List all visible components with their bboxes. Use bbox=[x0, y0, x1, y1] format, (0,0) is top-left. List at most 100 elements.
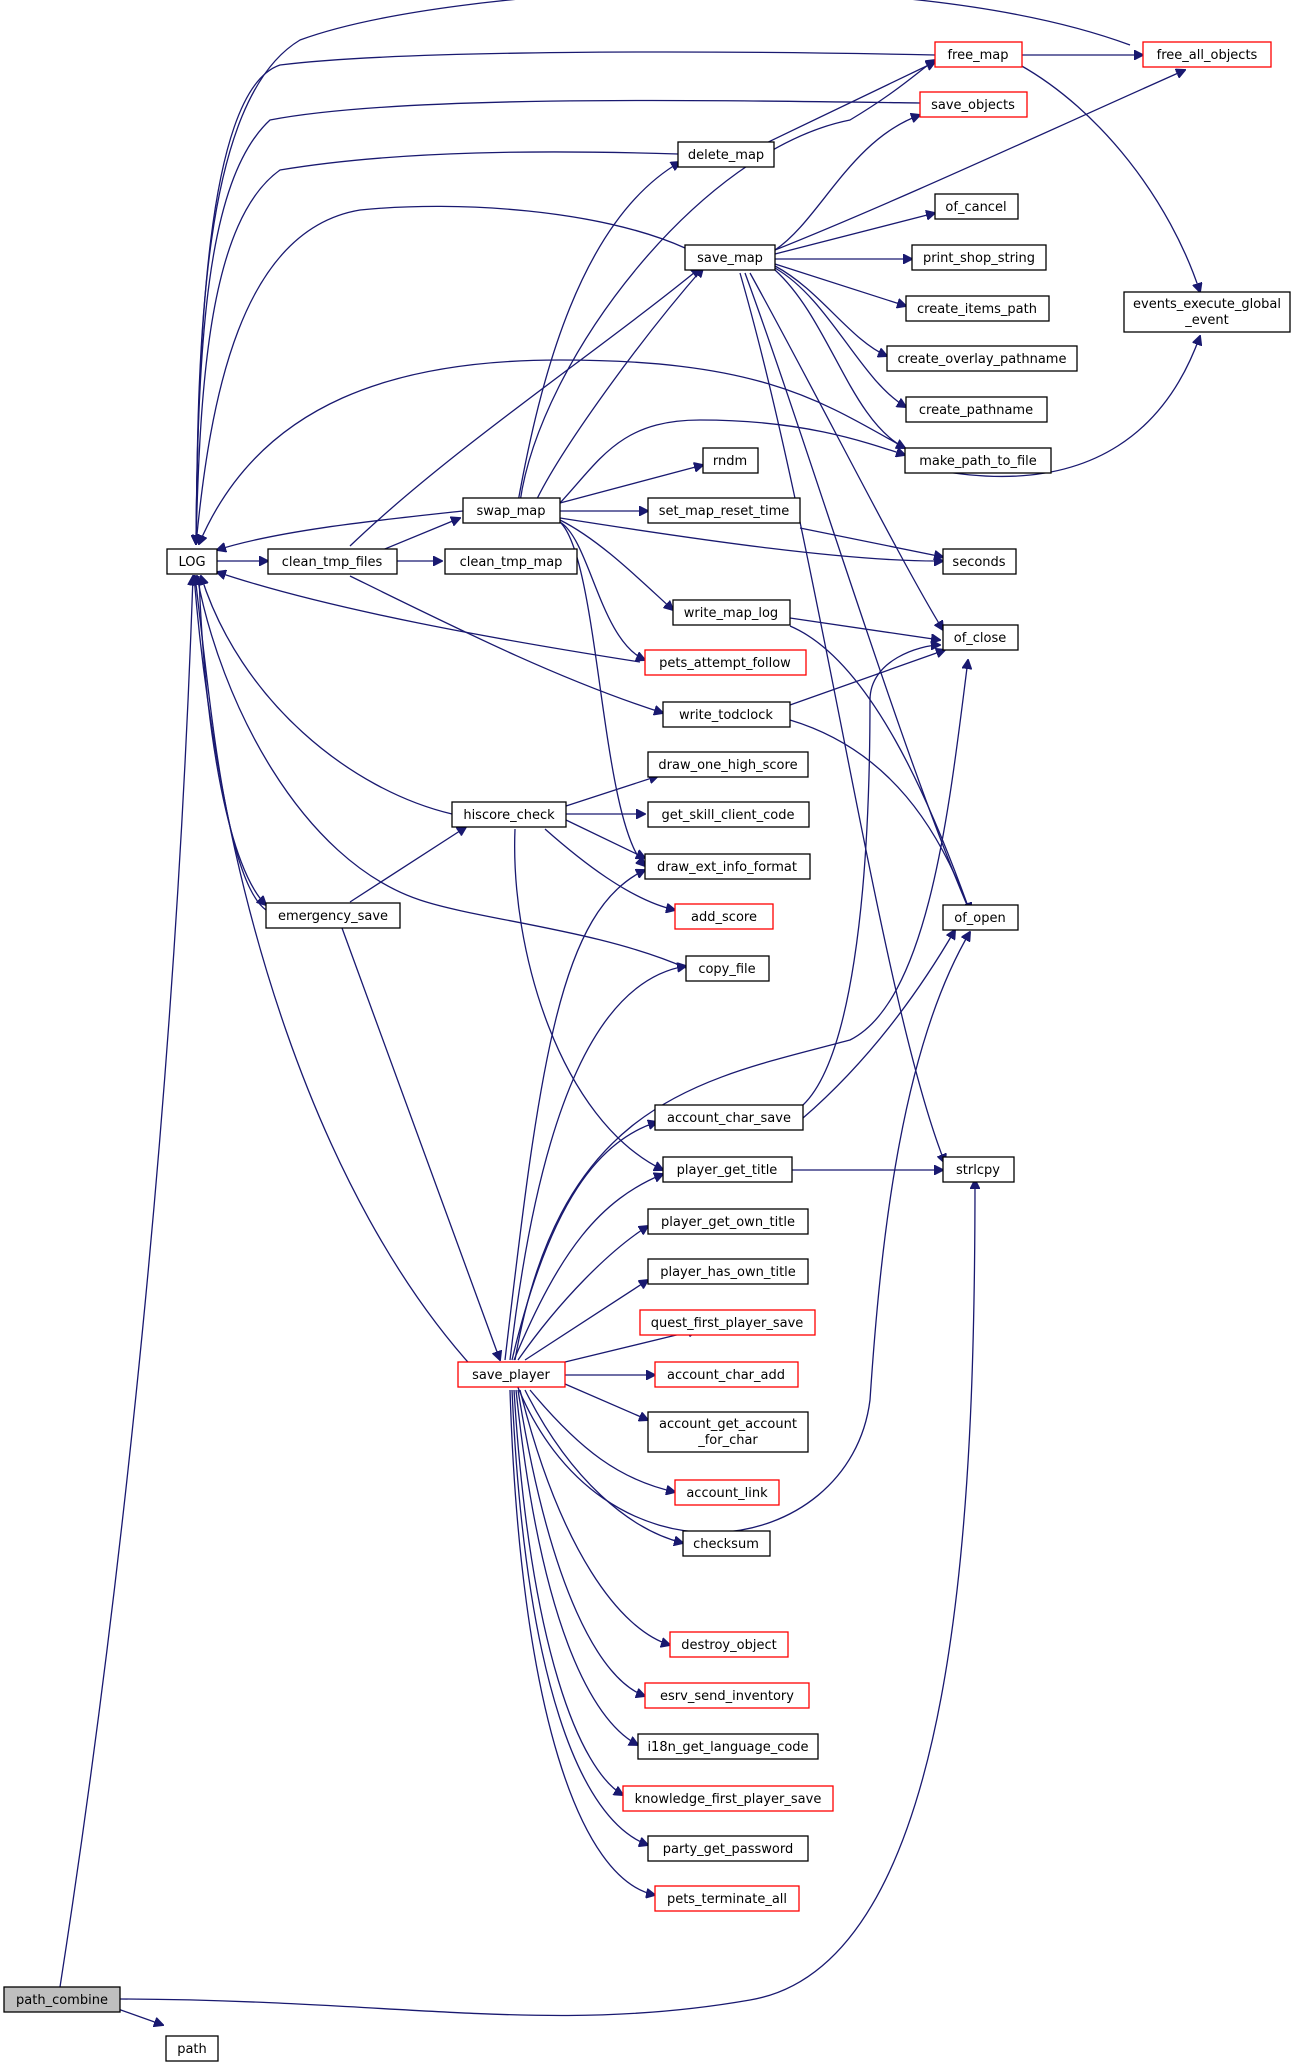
node-delete_map[interactable]: delete_map bbox=[677, 141, 775, 168]
edge-write_map_log-of_open bbox=[789, 625, 970, 912]
node-pets_attempt_follow[interactable]: pets_attempt_follow bbox=[644, 649, 807, 676]
edges bbox=[59, 0, 1200, 2025]
svg-text:save_player: save_player bbox=[472, 1368, 550, 1383]
edge-emergency_save-hiscore_check bbox=[349, 827, 466, 903]
node-path[interactable]: path bbox=[165, 2035, 219, 2062]
node-add_score[interactable]: add_score bbox=[674, 903, 774, 930]
edge-swap_map-make_path_to_file bbox=[559, 419, 905, 504]
edge-write_todclock-of_close bbox=[789, 650, 945, 706]
edge-save_player-account_char_save bbox=[511, 1122, 657, 1361]
node-emergency_save[interactable]: emergency_save bbox=[265, 902, 401, 929]
edge-save_objects-LOG bbox=[196, 99, 921, 544]
node-draw_one_high_score[interactable]: draw_one_high_score bbox=[647, 751, 809, 778]
edge-swap_map-pets_attempt_follow bbox=[559, 521, 645, 660]
node-account_char_add[interactable]: account_char_add bbox=[654, 1361, 799, 1388]
svg-text:free_all_objects: free_all_objects bbox=[1157, 48, 1258, 63]
node-player_get_own_title[interactable]: player_get_own_title bbox=[647, 1208, 809, 1235]
node-account_char_save[interactable]: account_char_save bbox=[654, 1104, 804, 1131]
svg-text:destroy_object: destroy_object bbox=[681, 1638, 776, 1653]
svg-text:seconds: seconds bbox=[952, 555, 1005, 570]
node-of_open[interactable]: of_open bbox=[942, 904, 1019, 931]
svg-text:rndm: rndm bbox=[713, 454, 747, 469]
edge-emergency_save-save_player bbox=[341, 927, 500, 1360]
node-party_get_password[interactable]: party_get_password bbox=[647, 1835, 809, 1862]
node-create_pathname[interactable]: create_pathname bbox=[905, 396, 1048, 423]
edge-save_player-of_close bbox=[514, 660, 968, 1361]
edge-hiscore_check-LOG bbox=[201, 576, 453, 815]
edge-swap_map-rndm bbox=[559, 465, 703, 504]
node-quest_first_player_save[interactable]: quest_first_player_save bbox=[639, 1309, 816, 1336]
svg-text:delete_map: delete_map bbox=[688, 148, 764, 163]
edge-save_player-account_link bbox=[529, 1389, 675, 1492]
node-path_combine[interactable]: path_combine bbox=[3, 1986, 121, 2013]
node-strlcpy[interactable]: strlcpy bbox=[942, 1156, 1015, 1183]
edge-save_player-draw_ext_info_format bbox=[504, 870, 645, 1361]
node-clean_tmp_map[interactable]: clean_tmp_map bbox=[444, 548, 578, 575]
node-player_get_title[interactable]: player_get_title bbox=[662, 1156, 793, 1183]
edge-swap_map-LOG bbox=[217, 510, 464, 550]
svg-text:knowledge_first_player_save: knowledge_first_player_save bbox=[635, 1792, 822, 1807]
edge-save_player-account_get_account_for_char bbox=[564, 1383, 648, 1420]
node-LOG[interactable]: LOG bbox=[166, 548, 218, 575]
edge-save_player-knowledge_first_player_save bbox=[513, 1389, 623, 1795]
svg-text:draw_one_high_score: draw_one_high_score bbox=[658, 758, 797, 773]
node-copy_file[interactable]: copy_file bbox=[685, 955, 770, 982]
node-rndm[interactable]: rndm bbox=[702, 447, 759, 474]
svg-text:strlcpy: strlcpy bbox=[956, 1163, 1000, 1178]
edge-write_todclock-of_open bbox=[789, 719, 970, 912]
svg-text:swap_map: swap_map bbox=[476, 504, 545, 519]
node-clean_tmp_files[interactable]: clean_tmp_files bbox=[267, 548, 398, 575]
edge-save_player-esrv_send_inventory bbox=[517, 1389, 645, 1696]
edge-make_path_to_file-LOG bbox=[199, 359, 906, 544]
node-create_overlay_pathname[interactable]: create_overlay_pathname bbox=[886, 345, 1078, 372]
svg-text:of_close: of_close bbox=[954, 631, 1007, 646]
node-player_has_own_title[interactable]: player_has_own_title bbox=[647, 1258, 809, 1285]
svg-text:create_items_path: create_items_path bbox=[917, 302, 1037, 317]
svg-text:_for_char: _for_char bbox=[697, 1433, 758, 1448]
node-knowledge_first_player_save[interactable]: knowledge_first_player_save bbox=[622, 1785, 834, 1812]
edge-clean_tmp_files-write_todclock bbox=[349, 575, 663, 713]
svg-text:print_shop_string: print_shop_string bbox=[923, 251, 1035, 266]
node-free_map[interactable]: free_map bbox=[934, 41, 1023, 68]
edge-hiscore_check-player_get_title bbox=[514, 828, 663, 1170]
node-free_all_objects[interactable]: free_all_objects bbox=[1142, 41, 1272, 68]
node-i18n_get_language_code[interactable]: i18n_get_language_code bbox=[637, 1733, 819, 1760]
svg-text:set_map_reset_time: set_map_reset_time bbox=[659, 504, 790, 519]
svg-text:save_objects: save_objects bbox=[931, 98, 1015, 113]
node-of_close[interactable]: of_close bbox=[942, 624, 1019, 651]
node-save_objects[interactable]: save_objects bbox=[919, 91, 1028, 118]
node-set_map_reset_time[interactable]: set_map_reset_time bbox=[647, 497, 801, 524]
node-make_path_to_file[interactable]: make_path_to_file bbox=[904, 447, 1052, 474]
node-destroy_object[interactable]: destroy_object bbox=[669, 1631, 789, 1658]
node-draw_ext_info_format[interactable]: draw_ext_info_format bbox=[644, 853, 811, 880]
edge-swap_map-save_map bbox=[534, 268, 703, 504]
node-save_map[interactable]: save_map bbox=[684, 244, 776, 271]
node-hiscore_check[interactable]: hiscore_check bbox=[451, 801, 567, 828]
node-events_execute_global_event[interactable]: events_execute_global _event bbox=[1123, 291, 1291, 333]
node-write_map_log[interactable]: write_map_log bbox=[672, 599, 791, 626]
node-write_todclock[interactable]: write_todclock bbox=[662, 701, 791, 728]
node-swap_map[interactable]: swap_map bbox=[462, 497, 561, 524]
node-checksum[interactable]: checksum bbox=[682, 1530, 771, 1557]
svg-text:party_get_password: party_get_password bbox=[663, 1842, 793, 1857]
node-pets_terminate_all[interactable]: pets_terminate_all bbox=[654, 1885, 800, 1912]
svg-text:quest_first_player_save: quest_first_player_save bbox=[651, 1316, 804, 1331]
edge-copy_file-LOG bbox=[197, 576, 687, 969]
svg-text:_event: _event bbox=[1184, 313, 1229, 328]
edge-clean_tmp_files-save_map bbox=[349, 268, 700, 547]
node-get_skill_client_code[interactable]: get_skill_client_code bbox=[647, 801, 810, 828]
svg-text:free_map: free_map bbox=[947, 48, 1008, 63]
svg-text:clean_tmp_map: clean_tmp_map bbox=[460, 555, 563, 570]
node-seconds[interactable]: seconds bbox=[942, 548, 1017, 575]
node-save_player[interactable]: save_player bbox=[457, 1361, 566, 1388]
node-print_shop_string[interactable]: print_shop_string bbox=[911, 244, 1047, 271]
node-account_get_account_for_char[interactable]: account_get_account _for_char bbox=[647, 1411, 809, 1453]
svg-text:i18n_get_language_code: i18n_get_language_code bbox=[647, 1740, 808, 1755]
svg-text:write_map_log: write_map_log bbox=[684, 606, 778, 621]
node-account_link[interactable]: account_link bbox=[674, 1479, 780, 1506]
node-esrv_send_inventory[interactable]: esrv_send_inventory bbox=[644, 1682, 810, 1709]
node-create_items_path[interactable]: create_items_path bbox=[905, 295, 1050, 322]
node-of_cancel[interactable]: of_cancel bbox=[934, 193, 1019, 220]
edge-save_map-create_overlay_pathname bbox=[774, 265, 887, 356]
edge-hiscore_check-add_score bbox=[544, 828, 675, 910]
